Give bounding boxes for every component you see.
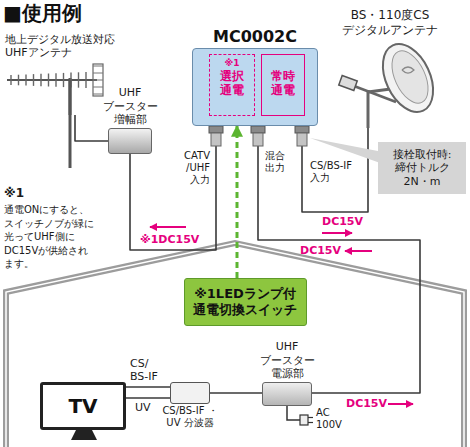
satellite-dish: BS・110度CS デジタルアンテナ — [330, 40, 450, 128]
node-heading: BS・110度CS デジタルアンテナ — [340, 8, 440, 37]
current-arrow — [345, 250, 372, 252]
uhf-antenna: 地上デジタル放送対応 UHFアンテナ — [5, 62, 105, 115]
tv-set: TV — [40, 382, 126, 430]
signal-cable — [126, 386, 170, 388]
switch-select-zone: ※1選択 通電 — [209, 54, 255, 116]
port-label: CATV /UHF 入力 — [181, 150, 210, 186]
port-label: CS/BS-IF 入力 — [310, 160, 356, 184]
note-mark: ※1 — [4, 186, 24, 200]
node-text: 接栓取付時: 締付トルク 2N・m — [384, 148, 460, 188]
f-connector — [209, 126, 223, 146]
always-on-zone: 常時 通電 — [261, 54, 305, 116]
voltage-label: ※1DC15V — [140, 233, 199, 246]
f-connector — [251, 126, 265, 146]
booster-power-unit: UHF ブースター 電源部 — [262, 382, 312, 406]
node-heading: 地上デジタル放送対応 UHFアンテナ — [5, 33, 118, 59]
node-text: TV — [68, 394, 97, 418]
cs-bs-uv-splitter: CS/BS-IF ・UV 分波器 — [170, 382, 210, 404]
uhf-antenna-drawing — [5, 62, 105, 115]
voltage-label: DC15V — [322, 215, 363, 228]
signal-label: CS/ BS-IF — [129, 357, 162, 383]
ac-plug — [287, 406, 313, 425]
coax-cable — [210, 392, 262, 394]
node-heading: MC0002C — [213, 27, 297, 46]
led-switch-label: ※1LEDランプ付 通電切換スイッチ — [184, 278, 307, 326]
current-arrow — [388, 403, 413, 405]
node-text: 常時 通電 — [270, 69, 297, 98]
f-connector — [295, 126, 309, 146]
house-wall-inner — [6, 243, 464, 447]
voltage-label: DC15V — [300, 244, 341, 257]
current-arrow — [322, 232, 352, 234]
power-label: AC 100V — [316, 407, 345, 431]
splitter-unit-body: ※1選択 通電常時 通電MC0002C — [192, 48, 318, 126]
house-wall — [6, 243, 464, 447]
antenna-mast — [69, 78, 72, 168]
tv-stand — [71, 430, 97, 440]
node-heading: CS/BS-IF ・UV 分波器 — [158, 405, 222, 429]
current-arrow — [150, 226, 186, 228]
switch-pointer-arrow — [236, 126, 239, 278]
voltage-label: DC15V — [346, 397, 387, 410]
coax-cable — [302, 126, 368, 212]
node-text: ※1LEDランプ付 通電切換スイッチ — [192, 286, 299, 317]
signal-cable — [126, 397, 170, 399]
node-heading: UHF ブースター 電源部 — [258, 340, 316, 380]
note-text: 通電ONにすると、スイッチノブが緑に光ってUHF側にDC15Vが供給されます。 — [4, 203, 96, 271]
signal-label: UV — [134, 401, 152, 414]
coax-cable — [75, 115, 108, 141]
node-text: ※1 — [224, 58, 239, 69]
port-label: 混合 出力 — [265, 150, 288, 174]
node-heading: UHF ブースター 増幅部 — [101, 86, 159, 126]
satellite-dish-drawing — [330, 40, 450, 128]
house-fill — [6, 243, 464, 447]
booster-amplifier: UHF ブースター 増幅部 — [108, 128, 152, 154]
diagram-title: ■使用例 — [3, 1, 82, 25]
torque-callout: 接栓取付時: 締付トルク 2N・m — [378, 142, 466, 194]
node-text: 選択 通電 — [219, 69, 246, 98]
